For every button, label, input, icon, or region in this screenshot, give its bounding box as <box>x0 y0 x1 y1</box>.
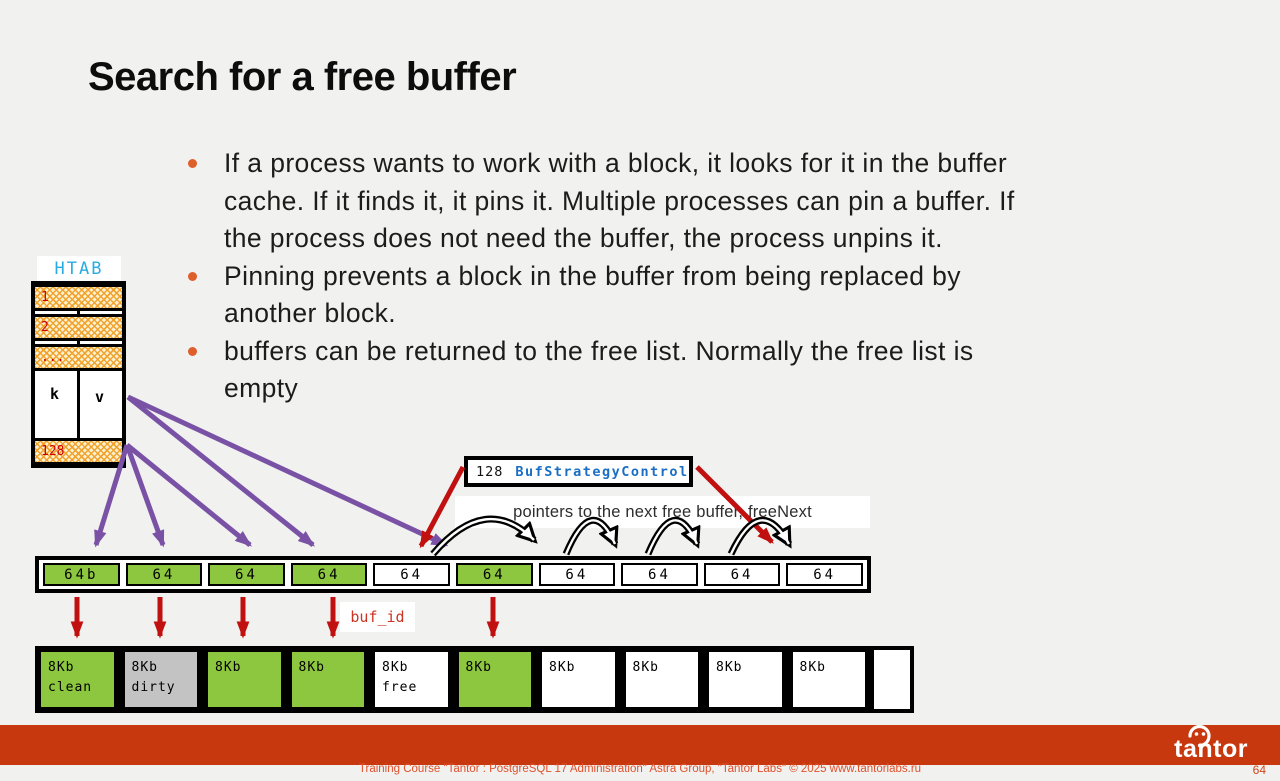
htab-row: 128 <box>35 438 122 465</box>
footer-text: Training Course "Tantor : PostgreSQL 17 … <box>358 763 922 775</box>
page-note: clean <box>48 680 93 695</box>
page-cell: 8Kb <box>707 650 784 709</box>
page-cell: 8Kb free <box>373 650 450 709</box>
buf-strategy-control-box: 128 BufStrategyControl <box>464 456 693 487</box>
page-cell-empty <box>874 650 910 709</box>
page-cell: 8Kb <box>456 650 533 709</box>
page-size: 8Kb <box>298 660 325 675</box>
htab-value-header: v <box>95 388 105 406</box>
htab-to-buffer-arrows <box>93 394 449 548</box>
bullet-item: If a process wants to work with a block,… <box>186 145 1226 258</box>
control-box-name: BufStrategyControl <box>515 463 689 480</box>
page-cell: 8Kb clean <box>39 650 116 709</box>
bullet-item: buffers can be returned to the free list… <box>186 333 1226 408</box>
buffer-cell: 64 <box>208 563 285 586</box>
page-title: Search for a free buffer <box>88 55 517 99</box>
page-size: 8Kb <box>131 660 158 675</box>
page-size: 8Kb <box>48 660 75 675</box>
tantor-wordmark: tantor <box>1174 735 1248 763</box>
bullet-text: Pinning prevents a block in the buffer f… <box>224 260 961 291</box>
footer-bar: tantor <box>0 724 1280 765</box>
bullet-text: empty <box>224 373 299 403</box>
bullet-icon <box>188 271 197 281</box>
buffer-cell: 64 <box>373 563 450 586</box>
page-cell: 8Kb <box>790 650 867 709</box>
page-cell: 8Kb <box>623 650 700 709</box>
buffer-cell: 64 <box>455 563 533 586</box>
bullet-item: Pinning prevents a block in the buffer f… <box>186 258 1226 333</box>
page-cell: 8Kb <box>206 650 283 709</box>
tantor-logo: tantor <box>1133 724 1248 765</box>
control-box-number: 128 <box>476 463 504 480</box>
free-list-note-text: pointers to the next free buffer, freeNe… <box>513 502 812 521</box>
buffer-cell: 64b <box>43 563 120 586</box>
page-cell: 8Kb <box>289 650 366 709</box>
page-size: 8Kb <box>632 660 659 675</box>
buffer-cell: 64 <box>290 563 368 586</box>
page-note: free <box>382 680 418 695</box>
page-size: 8Kb <box>549 660 576 675</box>
bullet-text: cache. If it finds it, it pins it. Multi… <box>224 185 1015 216</box>
buffer-cell: 64 <box>703 563 781 586</box>
page-cell: 8Kb <box>540 650 617 709</box>
page-cell: 8Kb dirty <box>122 650 199 709</box>
buffer-cell: 64 <box>125 563 203 586</box>
buffer-cell: 64 <box>786 563 863 586</box>
buffer-cell: 64 <box>538 563 616 586</box>
page-size: 8Kb <box>716 660 743 675</box>
htab-table: 1 2 ... k v 128 <box>31 281 126 468</box>
bullet-text: buffers can be returned to the free list… <box>224 335 974 366</box>
htab-column-divider <box>77 285 80 464</box>
htab-label: HTAB <box>37 256 121 281</box>
free-list-note: pointers to the next free buffer, freeNe… <box>455 496 870 528</box>
bullet-icon <box>188 159 197 168</box>
buf-id-arrows <box>70 597 500 639</box>
page-size: 8Kb <box>799 660 826 675</box>
tantor-mascot-icon <box>1188 724 1211 748</box>
htab-key-header: k <box>50 385 60 403</box>
page-block-row: 8Kb clean 8Kb dirty 8Kb 8Kb 8Kb free 8Kb… <box>35 646 914 713</box>
htab-row: ... <box>35 344 122 371</box>
page-size: 8Kb <box>382 660 409 675</box>
buffer-descriptor-row: 64b 64 64 64 64 64 64 64 64 64 <box>35 556 871 593</box>
bullet-text: another block. <box>224 298 397 328</box>
htab-row: 2 <box>35 314 122 341</box>
bullet-text: the process does not need the buffer, th… <box>224 223 943 253</box>
htab-row: 1 <box>35 284 122 311</box>
buf-id-label: buf_id <box>340 602 415 632</box>
page-size: 8Kb <box>215 660 242 675</box>
buffer-cell: 64 <box>621 563 698 586</box>
bullet-icon <box>188 346 197 356</box>
page-size: 8Kb <box>465 660 492 675</box>
bullet-text: If a process wants to work with a block,… <box>224 148 1008 178</box>
bullet-list: If a process wants to work with a block,… <box>186 145 1226 408</box>
page-note: dirty <box>131 680 176 695</box>
page-number: 64 <box>1252 763 1266 777</box>
